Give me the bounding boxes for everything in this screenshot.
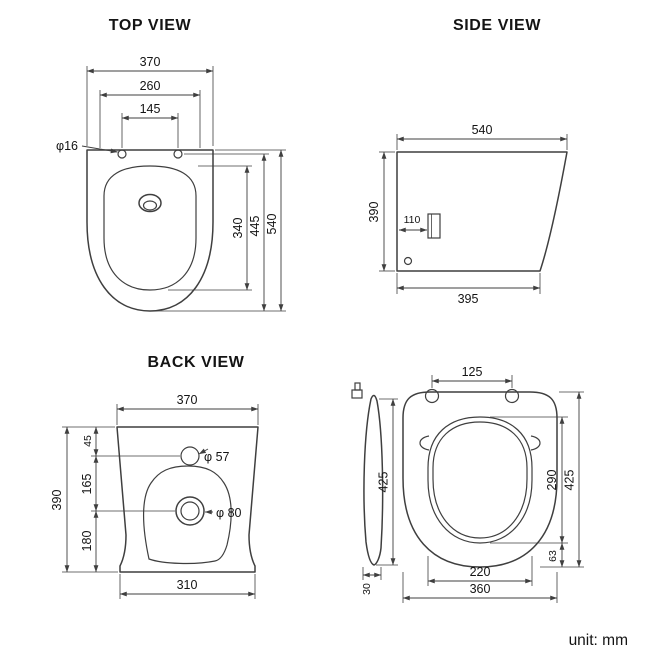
unit-label: unit: mm	[569, 632, 628, 649]
callout-back-outlet-dia: φ 80	[204, 506, 242, 520]
flush-hole-inner	[142, 200, 158, 211]
dim-label-360: 360	[470, 582, 491, 596]
dim-label-425-seat: 425	[563, 470, 577, 491]
dim-label-165: 165	[80, 474, 94, 495]
toilet-top-rim-outline	[103, 165, 197, 291]
dim-label-425-profile: 425	[377, 472, 391, 493]
leader-line	[198, 448, 209, 455]
dim-seat-width: 360	[402, 572, 558, 603]
dim-label-260: 260	[140, 79, 161, 93]
dim-back-mid-offset: 165	[80, 455, 99, 512]
dim-label-370: 370	[177, 393, 198, 407]
callout-hinge-hole-diameter: φ16	[56, 139, 118, 154]
dim-side-height: 390	[367, 151, 395, 272]
toilet-top-outer-outline	[86, 149, 214, 312]
dim-label-145: 145	[140, 102, 161, 116]
dim-label-540: 540	[472, 123, 493, 137]
toilet-back-outline	[116, 426, 259, 573]
dim-label-45: 45	[82, 435, 94, 447]
back-outlet-hole-inner	[180, 501, 200, 521]
dim-label-390: 390	[367, 202, 381, 223]
hinge-hole-left	[117, 149, 127, 159]
dim-label-110: 110	[404, 214, 421, 226]
seat-inner-ring-inner	[432, 421, 528, 539]
dim-label-310: 310	[177, 578, 198, 592]
callout-back-inlet-dia: φ 57	[198, 448, 230, 464]
dim-seat-profile-thickness: 30	[361, 567, 382, 595]
dim-label-30: 30	[361, 583, 373, 595]
back-view-title: BACK VIEW	[148, 354, 245, 371]
dim-back-base-width: 310	[119, 574, 256, 599]
dim-seat-inner-width: 220	[427, 556, 533, 586]
dim-back-bottom-offset: 180	[80, 510, 99, 573]
side-view-panel: SIDE VIEW 540 390 110 395	[367, 17, 568, 306]
hinge-hole-right	[173, 149, 183, 159]
dim-label-395: 395	[458, 292, 479, 306]
dim-label-540: 540	[265, 214, 279, 235]
seat-bumper-right	[530, 435, 541, 451]
seat-lid-outline	[402, 391, 558, 568]
back-view-panel: BACK VIEW φ 57 φ 80 370 45	[50, 354, 259, 599]
side-drain-hole	[403, 256, 413, 266]
dim-label-220: 220	[470, 565, 491, 579]
flush-hole-outer	[138, 193, 162, 213]
side-view-title: SIDE VIEW	[453, 17, 541, 34]
side-inlet-bracket	[427, 213, 441, 239]
seat-view-panel: 425 30 125 290 63	[351, 365, 584, 603]
seat-fitting-body	[351, 389, 363, 399]
dim-label-63: 63	[547, 550, 559, 562]
dim-seat-length: 425	[540, 391, 584, 568]
leader-line	[81, 145, 118, 154]
dim-label-290: 290	[545, 470, 559, 491]
back-inlet-hole	[180, 446, 200, 466]
seat-bumper-left	[419, 435, 430, 451]
dim-back-top-offset: 45	[82, 426, 99, 457]
dim-back-overall-width: 370	[116, 393, 259, 425]
dim-seat-front-offset: 63	[547, 542, 565, 568]
dim-top-seat-width: 260	[99, 79, 201, 148]
dim-top-overall-width: 370	[86, 55, 214, 146]
dim-back-height: 390	[50, 426, 70, 573]
dim-label-370: 370	[140, 55, 161, 69]
seat-fitting-cap	[354, 382, 361, 391]
seat-hinge-right	[504, 388, 520, 404]
dim-label-340: 340	[231, 218, 245, 239]
dim-label-phi80: φ 80	[216, 506, 242, 520]
dim-side-inlet-offset: 110	[398, 214, 428, 233]
top-view-panel: TOP VIEW 370 260 145 φ16	[56, 17, 286, 312]
dim-side-base-depth: 395	[396, 273, 541, 306]
inlet-bracket-rect	[427, 213, 441, 239]
top-view-title: TOP VIEW	[109, 17, 192, 34]
dim-top-overall-depth: 540	[152, 149, 286, 312]
toilet-side-outline	[396, 151, 568, 272]
dim-label-180: 180	[80, 531, 94, 552]
dim-label-125: 125	[462, 365, 483, 379]
back-outlet-hole-outer	[175, 496, 205, 526]
dim-label-phi16: φ16	[56, 139, 78, 153]
dim-top-hinge-spacing: 145	[121, 102, 179, 148]
dim-top-mid-depth: 445	[184, 153, 269, 312]
dim-seat-hinge-spacing: 125	[431, 365, 513, 388]
seat-side-profile	[351, 382, 384, 566]
seat-inner-ring-outer	[427, 416, 533, 544]
dim-top-bowl-depth: 340	[168, 165, 252, 291]
dim-label-445: 445	[248, 216, 262, 237]
dim-label-phi57: φ 57	[204, 450, 230, 464]
seat-hinge-left	[424, 388, 440, 404]
dim-label-390: 390	[50, 490, 64, 511]
dim-seat-inner-length: 290	[490, 416, 568, 544]
seat-profile-outline	[363, 394, 384, 566]
dim-seat-profile-length: 425	[376, 398, 398, 566]
back-trapway-outline	[142, 465, 232, 565]
dim-side-top-depth: 540	[396, 123, 568, 150]
